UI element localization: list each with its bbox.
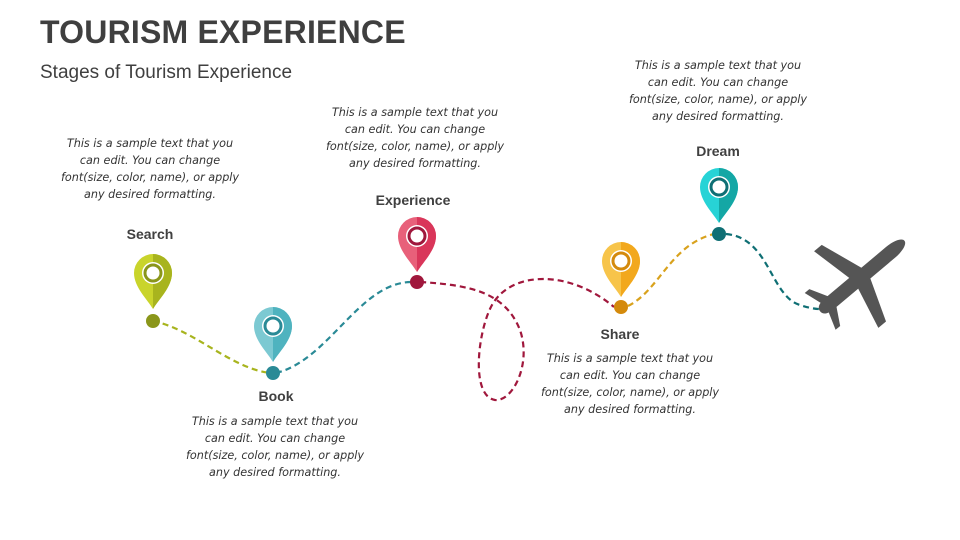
dream-dot <box>712 227 726 241</box>
stage-label-experience: Experience <box>375 192 451 208</box>
desc-line: can edit. You can change <box>79 154 221 167</box>
desc-line: font(size, color, name), or apply <box>540 386 720 399</box>
desc-line: any desired formatting. <box>349 157 481 170</box>
stage-desc-search: This is a sample text that you can edit.… <box>45 135 255 203</box>
path-segment-book-experience <box>275 280 415 375</box>
stage-label-search: Search <box>126 226 174 242</box>
stage-label-dream: Dream <box>696 143 740 159</box>
share-dot <box>614 300 628 314</box>
desc-line: This is a sample text that you <box>191 415 359 428</box>
desc-line: This is a sample text that you <box>331 106 499 119</box>
desc-line: can edit. You can change <box>559 369 701 382</box>
desc-line: font(size, color, name), or apply <box>185 449 365 462</box>
dream-pin-icon <box>700 168 738 223</box>
desc-line: can edit. You can change <box>344 123 486 136</box>
page-title: TOURISM EXPERIENCE <box>40 14 406 50</box>
book-pin-icon <box>254 307 292 362</box>
desc-line: can edit. You can change <box>204 432 346 445</box>
desc-line: This is a sample text that you <box>546 352 714 365</box>
stage-desc-dream: This is a sample text that you can edit.… <box>613 57 823 125</box>
path-segment-search-book <box>152 319 271 375</box>
path-segment-experience-share <box>419 278 615 402</box>
desc-line: any desired formatting. <box>209 466 341 479</box>
page-subtitle: Stages of Tourism Experience <box>40 62 293 83</box>
book-dot <box>266 366 280 380</box>
share-pin-icon <box>602 242 640 297</box>
experience-pin-icon <box>398 217 436 272</box>
desc-line: any desired formatting. <box>564 403 696 416</box>
desc-line: font(size, color, name), or apply <box>628 93 808 106</box>
desc-line: This is a sample text that you <box>634 59 802 72</box>
stage-desc-share: This is a sample text that you can edit.… <box>525 350 735 418</box>
search-pin-icon <box>134 254 172 309</box>
stage-label-book: Book <box>258 388 294 404</box>
desc-line: can edit. You can change <box>647 76 789 89</box>
desc-line: font(size, color, name), or apply <box>60 171 240 184</box>
desc-line: any desired formatting. <box>84 188 216 201</box>
stage-desc-book: This is a sample text that you can edit.… <box>170 413 380 481</box>
airplane-icon <box>804 239 906 330</box>
desc-line: any desired formatting. <box>652 110 784 123</box>
stage-label-share: Share <box>600 326 640 342</box>
path-segment-share-dream <box>627 232 715 307</box>
search-dot <box>146 314 160 328</box>
stage-desc-experience: This is a sample text that you can edit.… <box>310 104 520 172</box>
desc-line: font(size, color, name), or apply <box>325 140 505 153</box>
desc-line: This is a sample text that you <box>66 137 234 150</box>
experience-dot <box>410 275 424 289</box>
